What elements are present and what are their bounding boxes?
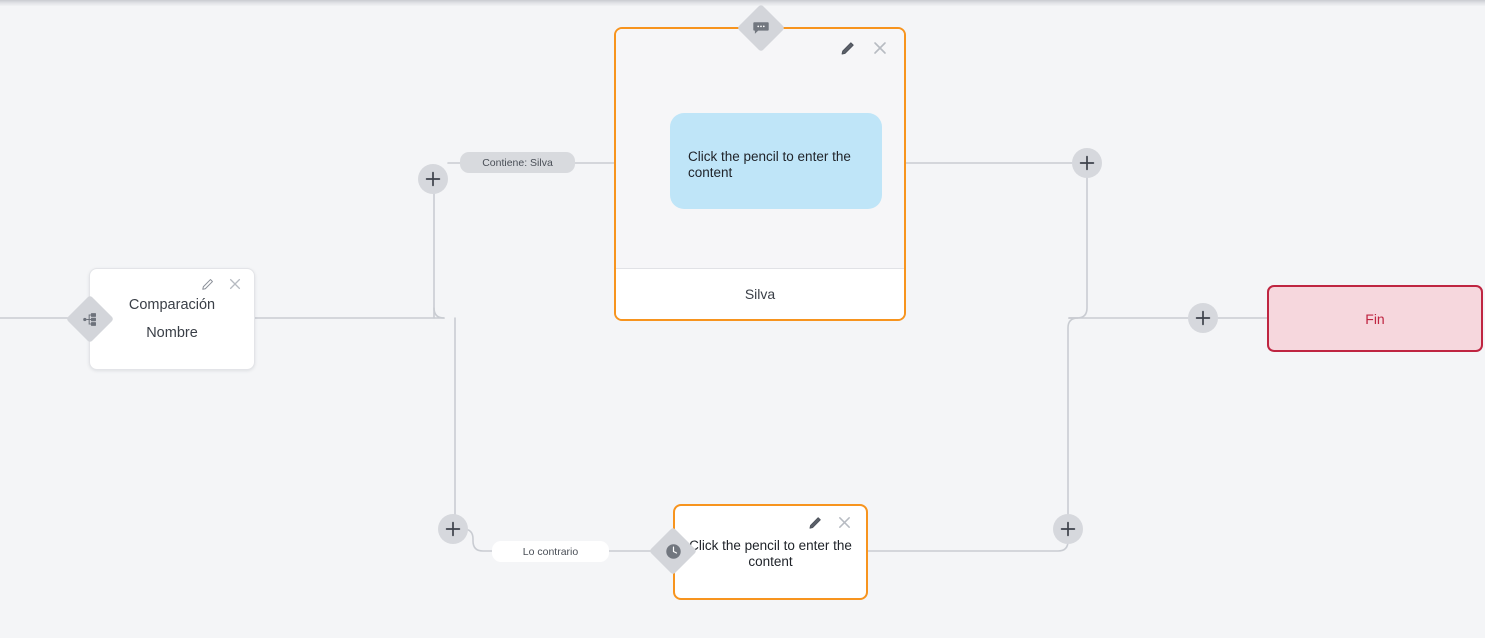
close-icon[interactable] — [228, 277, 242, 291]
add-node-button-bottom-right[interactable] — [1053, 514, 1083, 544]
node-fin-label: Fin — [1365, 310, 1385, 327]
chat-bubble-placeholder[interactable]: Click the pencil to enter the content — [670, 113, 882, 209]
plus-icon — [445, 521, 461, 537]
plus-icon — [425, 171, 441, 187]
node-comparacion-subtitle: Nombre — [146, 325, 198, 341]
node-chat-footer: Silva — [616, 268, 904, 319]
node-wait-placeholder-text[interactable]: Click the pencil to enter the content — [689, 538, 852, 570]
node-comparacion-type-badge[interactable] — [65, 294, 115, 344]
node-wait-toolbar — [808, 515, 852, 530]
node-comparacion-body: Comparación Nombre — [90, 269, 254, 369]
node-wait[interactable]: Click the pencil to enter the content — [673, 504, 868, 600]
add-node-button-before-fin[interactable] — [1188, 303, 1218, 333]
plus-icon — [1079, 155, 1095, 171]
node-comparacion-toolbar — [201, 277, 242, 291]
close-icon[interactable] — [837, 515, 852, 530]
pencil-icon[interactable] — [201, 278, 214, 291]
node-comparacion-title: Comparación — [128, 297, 216, 313]
pencil-icon[interactable] — [808, 516, 822, 530]
add-node-button-top-right[interactable] — [1072, 148, 1102, 178]
close-icon[interactable] — [872, 40, 888, 56]
clock-icon — [656, 534, 690, 568]
edge-label-lo-contrario[interactable]: Lo contrario — [492, 541, 609, 562]
node-chat-body: Click the pencil to enter the content — [616, 29, 904, 268]
pencil-icon[interactable] — [840, 41, 855, 56]
node-chat-message[interactable]: Click the pencil to enter the content Si… — [614, 27, 906, 321]
branch-split-icon — [73, 302, 107, 336]
node-chat-type-badge[interactable] — [736, 3, 786, 53]
add-node-button-bottom-left[interactable] — [438, 514, 468, 544]
edge-label-contiene[interactable]: Contiene: Silva — [460, 152, 575, 173]
node-chat-toolbar — [840, 40, 888, 56]
plus-icon — [1060, 521, 1076, 537]
toolbar-edge-shadow — [0, 0, 1485, 6]
node-comparacion[interactable]: Comparación Nombre — [89, 268, 255, 370]
node-wait-type-badge[interactable] — [648, 526, 698, 576]
plus-icon — [1195, 310, 1211, 326]
message-bubble-icon — [744, 11, 778, 45]
node-fin[interactable]: Fin — [1267, 285, 1483, 352]
add-node-button-top-left[interactable] — [418, 164, 448, 194]
